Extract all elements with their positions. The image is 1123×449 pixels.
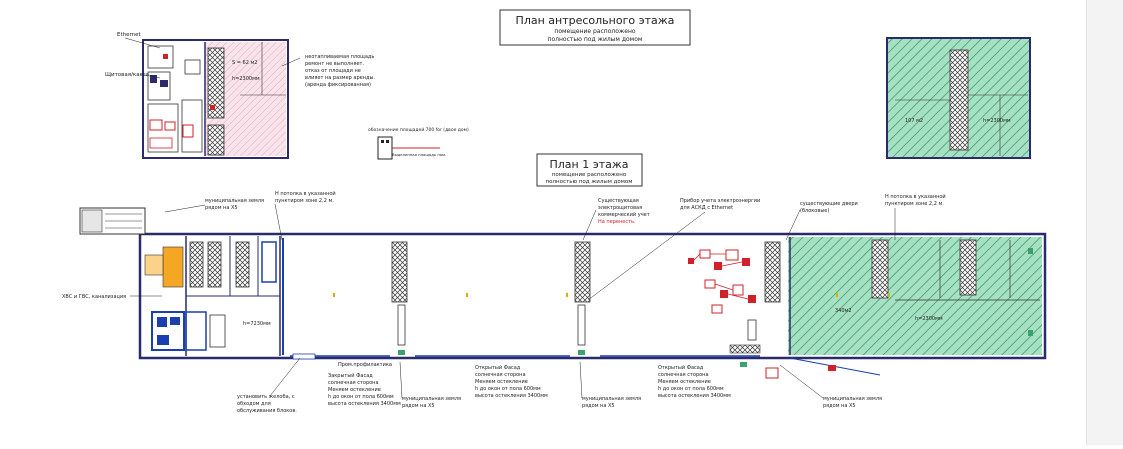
svg-text:Прибор учета электроэнергии: Прибор учета электроэнергии — [680, 198, 760, 204]
mezzanine-right-area: 107 м2 — [905, 118, 923, 124]
ceiling-lights — [333, 293, 890, 297]
svg-text:Пром.профилактика: Пром.профилактика — [338, 362, 392, 368]
mezzanine-left-height: h=2300мм — [232, 76, 260, 82]
area-legend-stamp: обозначение площадей 700 for (двое дом) … — [368, 126, 469, 160]
svg-text:H потолка в указанной: H потолка в указанной — [885, 193, 946, 200]
svg-text:неотапливаемая площадь: неотапливаемая площадь — [305, 54, 374, 60]
svg-text:Меняем остекление: Меняем остекление — [658, 379, 711, 385]
mezzanine-title: План антресольного этажа — [516, 14, 675, 27]
callouts: муниципальная земля рядом на Х5 H потолк… — [62, 190, 946, 414]
floor1-plan: h=7230мм 340м2 h=2300мм — [138, 232, 1047, 376]
svg-text:Существующая: Существующая — [598, 198, 639, 204]
mezzanine-title-block: План антресольного этажа помещение распо… — [499, 9, 691, 46]
floor1-title-block: План 1 этажа помещение расположено полно… — [536, 153, 643, 187]
svg-text:обходом для: обходом для — [237, 401, 271, 407]
svg-text:обслуживания блоков.: обслуживания блоков. — [237, 408, 297, 414]
svg-text:На перенесть.: На перенесть. — [598, 219, 636, 225]
svg-text:муниципальная земля: муниципальная земля — [402, 396, 461, 402]
svg-text:рядом на Х5: рядом на Х5 — [823, 403, 856, 409]
truck-icon — [79, 207, 146, 235]
mezzanine-subtitle-1: помещение расположено — [554, 28, 635, 35]
svg-text:(аренда фиксированная): (аренда фиксированная) — [305, 82, 371, 88]
floor1-subtitle-1: помещение расположено — [552, 172, 627, 178]
svg-text:высота остекления 3400мм: высота остекления 3400мм — [658, 393, 731, 399]
mezzanine-left-plan: S = 62 м2 h=2300мм — [142, 39, 289, 159]
svg-text:Открытый Фасад: Открытый Фасад — [658, 364, 704, 371]
green-zone-area: 340м2 — [835, 308, 852, 314]
svg-text:рядом на Х5: рядом на Х5 — [582, 403, 615, 409]
svg-text:установить желоба, с: установить желоба, с — [237, 394, 295, 400]
svg-text:солнечная сторона: солнечная сторона — [328, 380, 379, 386]
svg-text:коммерческий учет: коммерческий учет — [598, 211, 650, 218]
svg-text:h до окон от пола 600мм: h до окон от пола 600мм — [475, 386, 541, 392]
svg-text:солнечная сторона: солнечная сторона — [475, 372, 526, 378]
svg-text:Меняем остекление: Меняем остекление — [475, 379, 528, 385]
svg-text:h до окон от пола 600мм: h до окон от пола 600мм — [658, 386, 724, 392]
floor1-subtitle-2: полностью под жилым домом — [546, 179, 633, 185]
mezzanine-right-height: h=2300мм — [983, 118, 1011, 124]
mezzanine-subtitle-2: полностью под жилым домом — [548, 36, 643, 43]
svg-text:H потолка в указанной: H потолка в указанной — [275, 190, 336, 197]
svg-text:Открытый Фасад: Открытый Фасад — [475, 364, 521, 371]
green-zone-height: h=2300мм — [915, 316, 943, 322]
svg-text:обозначение площадей 700 for (: обозначение площадей 700 for (двое дом) — [368, 126, 469, 133]
svg-text:муниципальная земля: муниципальная земля — [205, 198, 264, 204]
svg-text:муниципальная земля: муниципальная земля — [582, 396, 641, 402]
svg-text:пунктиром зоне 2,2 м.: пунктиром зоне 2,2 м. — [885, 201, 944, 207]
svg-text:ремонт не выполняет.: ремонт не выполняет. — [305, 61, 364, 67]
ethernet-label: Ethernet — [117, 32, 142, 38]
floor1-title: План 1 этажа — [549, 158, 628, 171]
svg-text:(блоковые): (блоковые) — [800, 208, 829, 214]
svg-text:Закрытый Фасад: Закрытый Фасад — [328, 372, 373, 379]
mezzanine-left-area: S = 62 м2 — [232, 60, 257, 66]
vertical-scrollbar[interactable] — [1086, 0, 1123, 445]
svg-text:муниципальная земля: муниципальная земля — [823, 396, 882, 402]
svg-text:пунктиром зоне 2,2 м.: пунктиром зоне 2,2 м. — [275, 198, 334, 204]
svg-text:ХВС и ГВС, канализация: ХВС и ГВС, канализация — [62, 294, 126, 300]
floor-plan-drawing: План антресольного этажа помещение распо… — [62, 9, 1047, 414]
unheated-area-note: неотапливаемая площадь ремонт не выполня… — [281, 54, 375, 88]
svg-text:рядом на Х5: рядом на Х5 — [402, 403, 435, 409]
svg-text:высота остекления 3400мм: высота остекления 3400мм — [328, 401, 401, 407]
svg-text:отказ от площади не: отказ от площади не — [305, 68, 361, 74]
svg-text:Меняем остекление: Меняем остекление — [328, 387, 381, 393]
electrical-equipment — [688, 249, 761, 354]
svg-text:рядом на Х5: рядом на Х5 — [205, 205, 238, 211]
mezzanine-right-plan: 107 м2 h=2300мм — [886, 37, 1031, 159]
hall-height: h=7230мм — [243, 321, 271, 327]
svg-text:электрощитовая: электрощитовая — [598, 205, 642, 211]
svg-text:солнечная сторона: солнечная сторона — [658, 372, 709, 378]
svg-text:для АСКД с Ethernet: для АСКД с Ethernet — [680, 205, 733, 211]
cabinet-label: Щитовая/касса — [105, 72, 149, 78]
svg-text:Выделенная площадь пом.: Выделенная площадь пом. — [392, 152, 446, 157]
svg-text:h до окон от пола 600мм: h до окон от пола 600мм — [328, 394, 394, 400]
svg-text:существующие двери: существующие двери — [800, 201, 858, 207]
svg-text:влияет на размер аренды.: влияет на размер аренды. — [305, 75, 375, 81]
svg-text:высота остекления 3400мм: высота остекления 3400мм — [475, 393, 548, 399]
